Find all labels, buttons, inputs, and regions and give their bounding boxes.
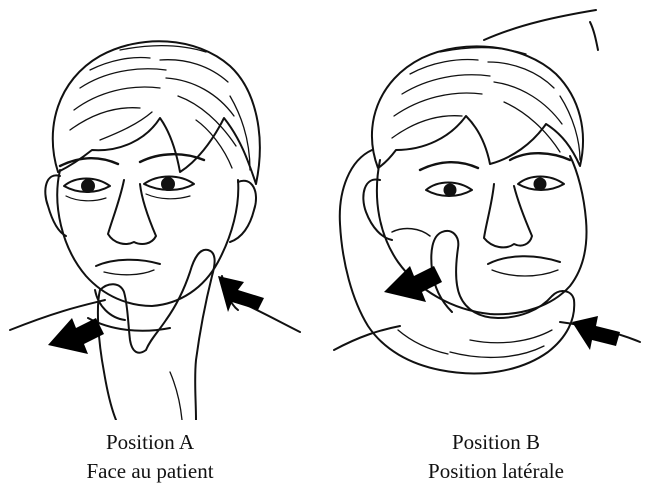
diagram-illustration: [0, 0, 646, 420]
panel-b-eyebrow-right: [510, 153, 570, 160]
panel-b-hair: [372, 46, 583, 168]
panel-a-mouth: [96, 260, 160, 266]
panel-a-hand: [98, 250, 215, 420]
arrow-right-icon: [218, 276, 264, 312]
panel-a-arrows: [48, 276, 264, 354]
panel-a-nose: [108, 180, 156, 244]
caption-position-a: Position A Face au patient: [0, 428, 300, 486]
panel-b-nose: [484, 184, 532, 247]
caption-b-title: Position B: [346, 428, 646, 457]
arrow-upper-icon: [384, 266, 442, 302]
caption-a-subtitle: Face au patient: [0, 457, 300, 486]
panel-b-eyebrow-left: [420, 162, 478, 170]
panel-b-operator-arm: [484, 10, 596, 40]
panel-b-arrows: [384, 266, 620, 350]
panel-a-ear-left: [45, 175, 66, 236]
caption-b-subtitle: Position latérale: [346, 457, 646, 486]
caption-a-title: Position A: [0, 428, 300, 457]
arrow-left-icon: [48, 318, 104, 354]
panel-a-hair: [53, 41, 260, 184]
arrow-lower-icon: [572, 316, 620, 350]
panel-a-drawing: [10, 41, 300, 420]
panel-b-shoulders: [334, 326, 400, 350]
panel-b-mouth: [488, 256, 560, 264]
panel-a-ear-right: [230, 181, 256, 242]
panel-a-eyebrow-left: [60, 158, 118, 166]
caption-position-b: Position B Position latérale: [346, 428, 646, 486]
